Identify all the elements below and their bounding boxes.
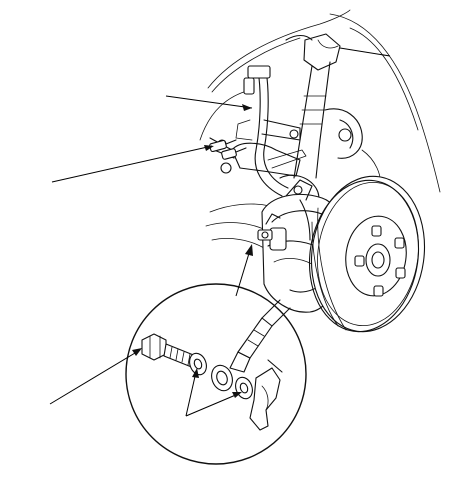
washers-arrows-stem-left: [185, 371, 197, 417]
wheel-hub: [354, 225, 406, 297]
detail-arrow: [235, 249, 251, 297]
brake-hose-leader: [165, 95, 253, 109]
bleeder-leader: [51, 145, 213, 183]
steering-knuckle: [205, 137, 320, 249]
brake-hose: [235, 65, 301, 197]
wheel-studs: [354, 225, 406, 297]
wheel-well-outline: [199, 9, 441, 193]
washers-arrows-stem-right: [185, 393, 239, 417]
upper-right-leader: [339, 47, 391, 57]
sealing-washer-upper: [189, 352, 207, 376]
bleeder-screws: [209, 139, 247, 160]
caliper-fragment: [249, 359, 283, 431]
hose-mount-on-caliper: [257, 213, 281, 241]
banjo-bolt-leader: [49, 349, 141, 405]
banjo-fitting: [211, 299, 291, 392]
callout-lines: [49, 47, 391, 417]
strut-assembly: [285, 33, 381, 187]
detail-view: [125, 283, 307, 465]
